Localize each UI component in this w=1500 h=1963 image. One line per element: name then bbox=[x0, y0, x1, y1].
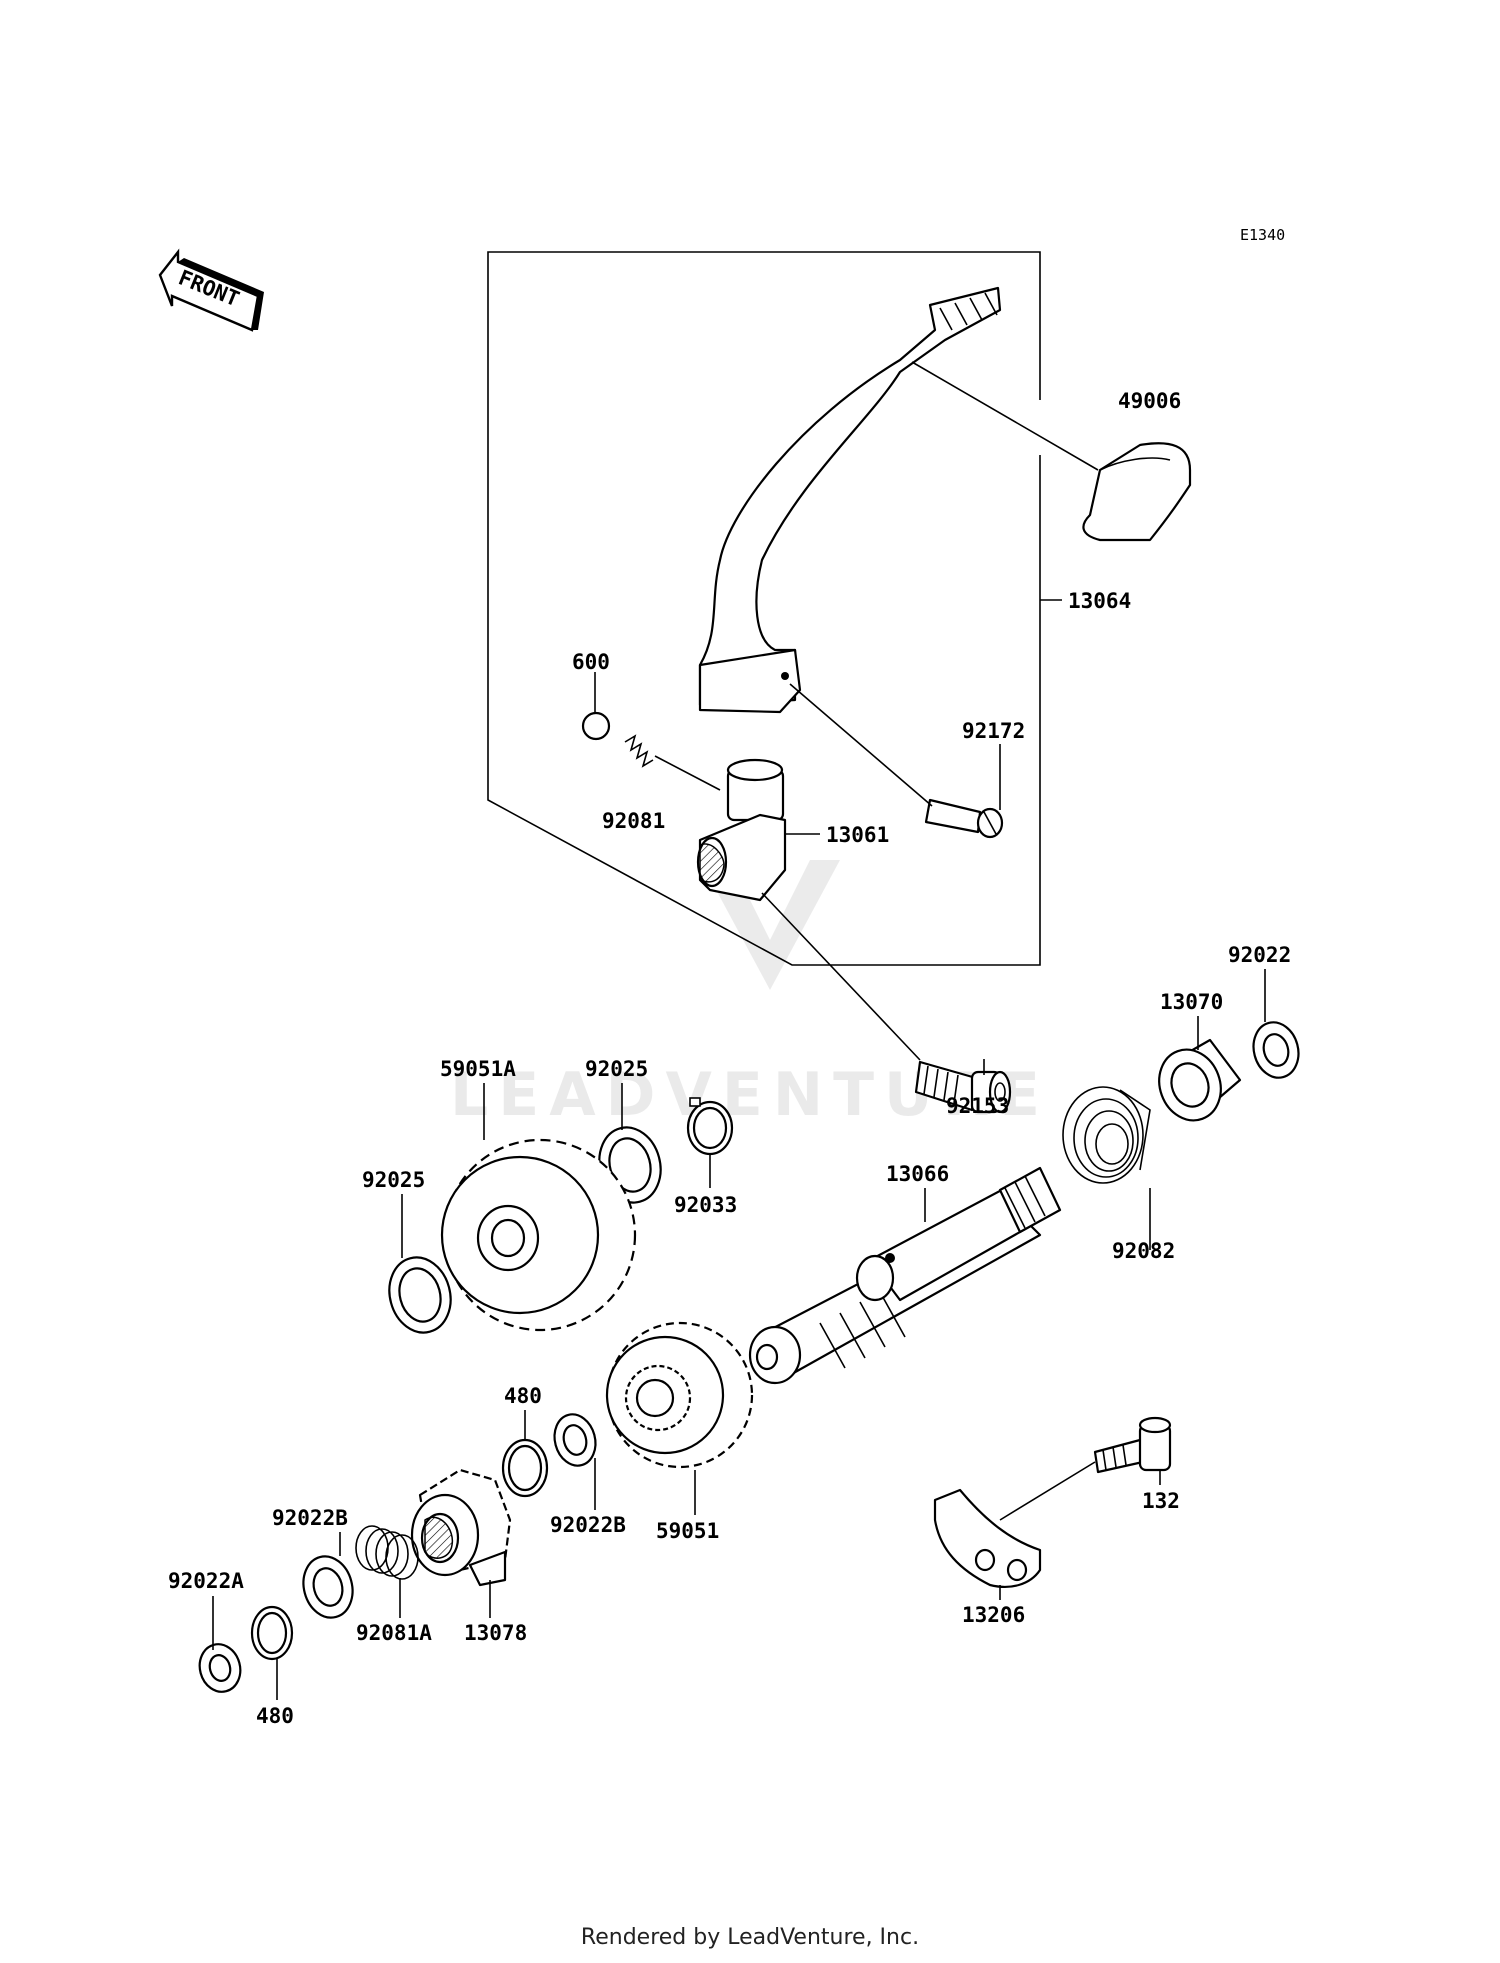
label-92022b-left: 92022B bbox=[272, 1506, 348, 1530]
kick-lever-part bbox=[698, 286, 1002, 714]
label-49006: 49006 bbox=[1118, 389, 1181, 413]
washer-92022b-mid-part bbox=[553, 1413, 597, 1467]
label-132: 132 bbox=[1142, 1489, 1180, 1513]
kick-gear-part bbox=[605, 1321, 754, 1469]
ratchet-part bbox=[410, 1468, 512, 1587]
stopper-plate-part bbox=[933, 1488, 1042, 1588]
label-13206: 13206 bbox=[962, 1603, 1025, 1627]
detent-spring-part bbox=[624, 734, 721, 791]
label-92022a: 92022A bbox=[168, 1569, 244, 1593]
washer-92025-lower-part bbox=[388, 1256, 452, 1334]
stopper-bolt-part bbox=[999, 1416, 1172, 1521]
label-92025-left: 92025 bbox=[362, 1168, 425, 1192]
render-credit: Rendered by LeadVenture, Inc. bbox=[580, 1925, 920, 1950]
label-92033: 92033 bbox=[674, 1193, 737, 1217]
label-13070: 13070 bbox=[1160, 990, 1223, 1014]
lever-bolt-part bbox=[789, 683, 1004, 839]
label-92153: 92153 bbox=[946, 1094, 1009, 1118]
kick-idle-gear-part bbox=[440, 1138, 637, 1332]
kick-boss-part bbox=[696, 758, 820, 902]
front-arrow-icon: FRONT bbox=[158, 248, 264, 332]
label-480-top: 480 bbox=[504, 1384, 542, 1408]
label-92081a: 92081A bbox=[356, 1621, 432, 1645]
kick-lever-grip-part bbox=[911, 361, 1192, 542]
ratchet-spring-part bbox=[355, 1525, 419, 1580]
label-92025-top: 92025 bbox=[585, 1057, 648, 1081]
label-480-bottom: 480 bbox=[256, 1704, 294, 1728]
label-13061: 13061 bbox=[826, 823, 889, 847]
label-59051: 59051 bbox=[656, 1519, 719, 1543]
circlip-92033-part bbox=[686, 1097, 734, 1156]
label-600: 600 bbox=[572, 650, 610, 674]
circlip-480-upper-part bbox=[501, 1438, 549, 1498]
kick-spring-part bbox=[1062, 1086, 1151, 1184]
steel-ball-part bbox=[581, 711, 611, 741]
spring-guide-part bbox=[1158, 1038, 1242, 1122]
diagram-code: E1340 bbox=[1240, 226, 1285, 244]
washer-92022b-left-part bbox=[302, 1555, 354, 1619]
label-13064: 13064 bbox=[1068, 589, 1131, 613]
washer-92022a-part bbox=[198, 1643, 242, 1693]
label-92081: 92081 bbox=[602, 809, 665, 833]
label-59051a: 59051A bbox=[440, 1057, 516, 1081]
label-13066: 13066 bbox=[886, 1162, 949, 1186]
boss-clamp-bolt-part bbox=[761, 892, 1012, 1114]
label-92082: 92082 bbox=[1112, 1239, 1175, 1263]
label-13078: 13078 bbox=[464, 1621, 527, 1645]
label-92172: 92172 bbox=[962, 719, 1025, 743]
washer-92022-part bbox=[1252, 1021, 1300, 1079]
circlip-480-lower-part bbox=[250, 1605, 294, 1661]
label-92022: 92022 bbox=[1228, 943, 1291, 967]
kick-shaft-part bbox=[748, 1166, 1062, 1385]
assembly-bracket bbox=[487, 251, 1041, 966]
label-92022b-mid: 92022B bbox=[550, 1513, 626, 1537]
